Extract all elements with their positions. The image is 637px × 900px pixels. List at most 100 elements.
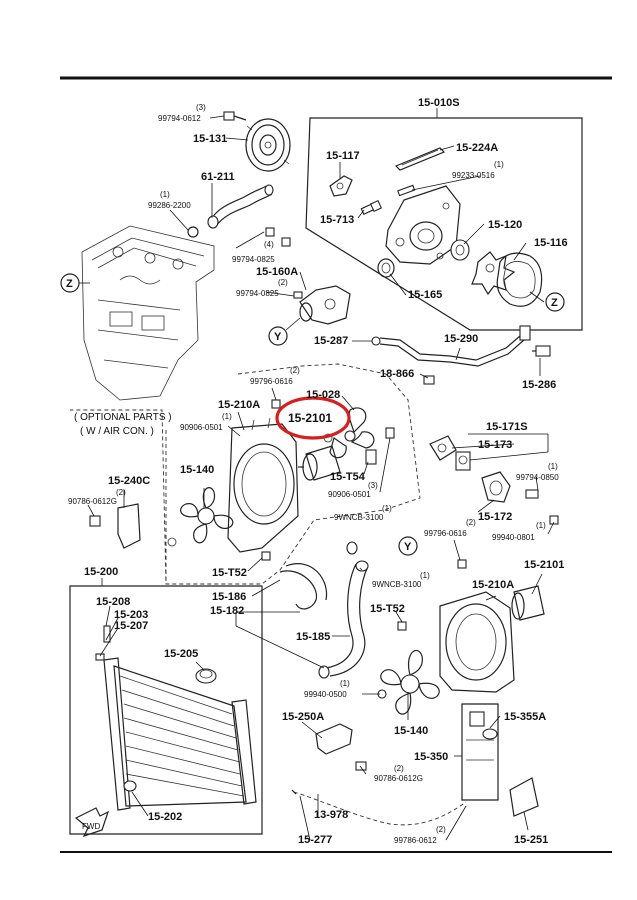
- fwd-arrow-icon: FWD: [74, 807, 110, 838]
- gasket-15-173: [429, 435, 457, 461]
- label-l46: 9WNCB-3100: [334, 513, 384, 522]
- label-l55: (1): [420, 571, 430, 580]
- label-l16: 99794-0825: [232, 255, 275, 264]
- label-l64: 15-185: [296, 631, 330, 643]
- label-l66: (1): [340, 679, 350, 688]
- label-l38: (3): [368, 481, 378, 490]
- ref-z-left: Z: [66, 278, 73, 290]
- fan-15-028: [329, 407, 375, 459]
- nut-15-T52-left: [261, 551, 271, 561]
- label-l45: (1): [382, 504, 392, 513]
- ref-y-mid: Y: [404, 541, 412, 553]
- label-l57: 15-186: [212, 591, 246, 603]
- hose-15-185: [318, 560, 369, 679]
- fan-shroud-left: [227, 417, 299, 553]
- bolt-99940-0801: [549, 515, 559, 525]
- label-l74: 15-202: [148, 811, 182, 823]
- label-l70: 15-355A: [504, 711, 546, 723]
- label-l49: 99940-0801: [492, 533, 535, 542]
- label-l36: 15-140: [180, 464, 214, 476]
- label-l51: 99796-0616: [424, 529, 467, 538]
- label-l13: 15-120: [488, 219, 522, 231]
- bolt-99794-0612: [223, 111, 247, 121]
- label-l69: 15-250A: [282, 711, 324, 723]
- label-l52: 15-T52: [212, 567, 247, 579]
- label-l43: (2): [116, 488, 126, 497]
- radiator-box-15-200: [69, 578, 263, 835]
- label-l12: 15-713: [320, 214, 354, 226]
- fan-15-140-left: [167, 487, 234, 547]
- label-l20: 15-165: [408, 289, 442, 301]
- label-l61: 15-203: [114, 609, 148, 621]
- label-l71: 15-350: [414, 751, 448, 763]
- label-l54: 15-200: [84, 566, 118, 578]
- label-l24: 15-286: [522, 379, 556, 391]
- label-l48: (1): [536, 521, 546, 530]
- nut-99796-0616-mid: [457, 559, 467, 569]
- label-l32: (1): [222, 412, 232, 421]
- bracket-15-250A: [315, 723, 367, 771]
- cover-15-172: [481, 471, 539, 503]
- label-l31: ( W / AIR CON. ): [80, 426, 154, 437]
- clip-18-866: [423, 375, 435, 385]
- thermostat-15-171S: [455, 451, 471, 471]
- label-l75: 13-978: [314, 809, 348, 821]
- sensor-15-117: [329, 175, 353, 197]
- label-l76: (2): [436, 825, 446, 834]
- label-l42: 15-240C: [108, 475, 150, 487]
- label-l26: 99796-0616: [250, 377, 293, 386]
- sensor-15-286: [532, 345, 551, 357]
- label-l09: 61-211: [201, 171, 235, 183]
- label-l44: 90786-0612G: [68, 497, 117, 506]
- label-l05: 15-224A: [456, 142, 498, 154]
- part-labels: (3) 99794-0612 15-131 15-010S 15-224A 15…: [68, 97, 568, 846]
- label-l10: (1): [160, 190, 170, 199]
- label-l11: 99286-2200: [148, 201, 191, 210]
- pin-99233-0516: [397, 184, 416, 197]
- label-l58: 15-210A: [472, 579, 514, 591]
- label-l37: 15-T54: [330, 471, 366, 483]
- hose-15-186: [279, 541, 358, 610]
- reference-circle-icon: Y: [268, 317, 301, 346]
- label-l41: 99794-0850: [516, 473, 559, 482]
- label-l68: 15-140: [394, 725, 428, 737]
- label-l53: 15-2101: [524, 559, 564, 571]
- ref-y-top: Y: [274, 331, 282, 343]
- clamp-99286-2200: [187, 226, 199, 238]
- label-l01: (3): [196, 103, 206, 112]
- bolt-15-208: [95, 625, 111, 661]
- fan-15-140-right: [377, 650, 440, 715]
- bearing-15-120: [450, 239, 470, 261]
- label-l17: 15-160A: [256, 266, 298, 278]
- label-l73: 90786-0612G: [374, 774, 423, 783]
- bracket-15-251: [509, 777, 539, 817]
- label-l34: 15-171S: [486, 421, 528, 433]
- label-l35: 15-173: [478, 439, 512, 451]
- label-l15: (4): [264, 240, 274, 249]
- gasket-15-165: [377, 258, 395, 278]
- label-l79: 15-251: [514, 834, 548, 846]
- bracket-15-T54: [365, 449, 377, 465]
- label-l30: ( OPTIONAL PARTS ): [74, 412, 172, 423]
- plug-15-713: [360, 199, 383, 215]
- label-l22: 15-290: [444, 333, 478, 345]
- water-outlet-housing: [385, 185, 461, 265]
- gasket-15-224A: [394, 147, 446, 171]
- label-l23: 18-866: [380, 368, 414, 380]
- label-l02: 99794-0612: [158, 114, 201, 123]
- reservoir-15-350: [461, 703, 499, 801]
- reference-circle-icon: Z: [60, 273, 90, 293]
- hose-13-978: [293, 791, 467, 826]
- label-l72: (2): [394, 764, 404, 773]
- reference-circle-icon: Y: [398, 536, 418, 556]
- optional-parts-outline: [70, 363, 421, 585]
- label-l77: 99786-0612: [394, 836, 437, 845]
- bolt-90906-0501-right: [385, 427, 395, 439]
- gasket-15-116: [496, 252, 543, 307]
- fan-motor-15-2101-right: [511, 585, 545, 621]
- label-l03: 15-131: [193, 133, 227, 145]
- radiator-cap-15-205: [195, 668, 217, 684]
- label-l21: 15-287: [314, 335, 348, 347]
- label-l59: 15-208: [96, 596, 130, 608]
